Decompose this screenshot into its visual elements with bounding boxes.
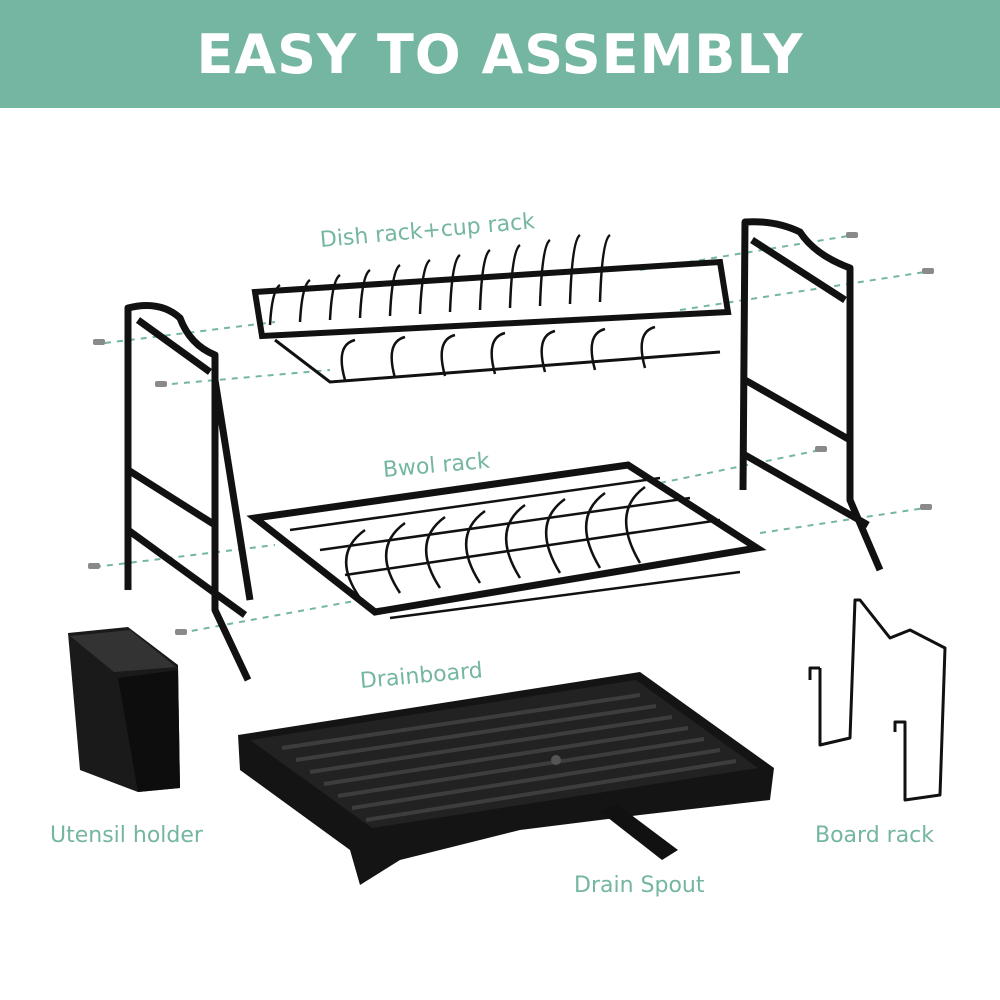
utensil-holder bbox=[68, 627, 180, 792]
right-side-frame bbox=[739, 218, 884, 572]
dish-rack bbox=[251, 233, 732, 384]
drainboard bbox=[238, 672, 774, 885]
bowl-rack bbox=[246, 461, 767, 620]
banner-title: EASY TO ASSEMBLY bbox=[196, 22, 804, 86]
drain-spout bbox=[598, 805, 678, 860]
left-side-frame bbox=[124, 302, 254, 682]
utensil-holder-label: Utensil holder bbox=[50, 823, 203, 848]
header-banner: EASY TO ASSEMBLY bbox=[0, 0, 1000, 108]
board-rack bbox=[808, 598, 947, 802]
screw-icons bbox=[88, 232, 934, 635]
drain-spout-label: Drain Spout bbox=[574, 873, 705, 898]
board-rack-label: Board rack bbox=[815, 823, 935, 848]
